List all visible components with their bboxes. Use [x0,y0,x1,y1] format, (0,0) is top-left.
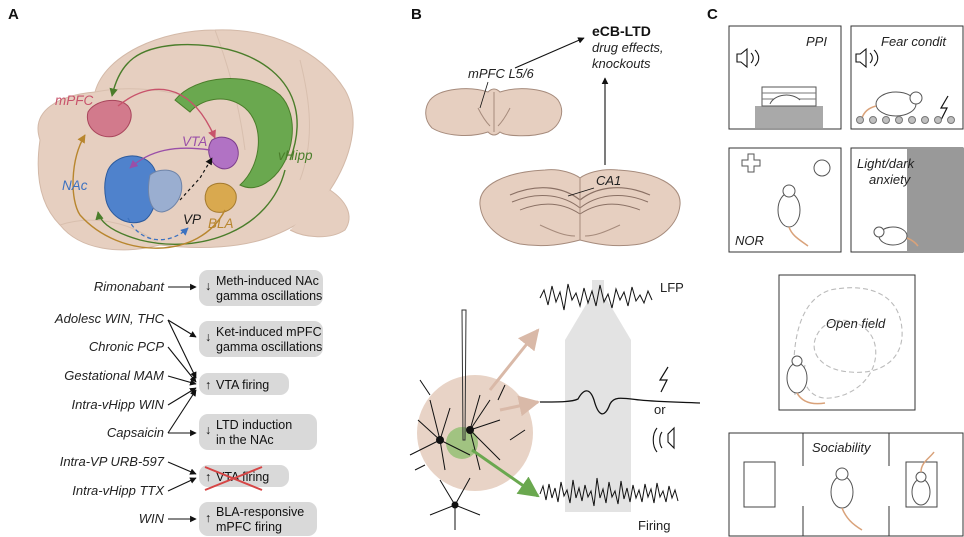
effect-arrow: ↓ [205,279,211,293]
ecb-title: eCB-LTD [592,23,651,39]
startle-chamber [755,86,823,128]
empty-cage [743,461,776,508]
ca1-pointer [567,187,595,197]
lfp-label: LFP [660,280,684,295]
ecb-subtitle: knockouts [592,56,651,71]
hippocampal-slice [479,169,681,247]
drug-win: WIN [139,511,165,526]
ca1-label: CA1 [596,173,621,188]
effect-box-ket-mpfc [199,321,323,357]
shock-grid [856,116,955,124]
speaker-icon [736,47,760,69]
firing-label: Firing [638,518,671,533]
drug-intra-vhipp-win: Intra-vHipp WIN [72,397,165,412]
fear-label: Fear condit [881,34,947,49]
brain-label-mpfc: mPFC [55,93,93,108]
drug-list: Rimonabant Adolesc WIN, THC Chronic PCP … [54,279,165,526]
effect-arrow: ↓ [205,330,211,344]
effect-arrow: ↓ [205,423,211,437]
effect-text: VTA firing [216,378,269,392]
shock-icon [939,95,949,121]
evoked-response-trace [539,390,701,415]
effect-box-vta-firing-crossed [199,465,289,487]
ppi-label: PPI [806,34,827,49]
brain-illustration [37,29,354,251]
speaker-icon [855,47,879,69]
effect-arrow: ↑ [205,378,211,392]
ecb-ltd-label: eCB-LTD drug effects, knockouts [592,23,664,71]
effect-box-meth-nac [199,270,323,306]
drug-capsaicin: Capsaicin [107,425,164,440]
drug-chronic-pcp: Chronic PCP [89,339,164,354]
electrode [461,309,467,441]
novel-object-cross [741,153,761,173]
brain-label-bla: BLA [208,216,234,231]
drug-intra-vhipp-ttx: Intra-vHipp TTX [72,483,165,498]
effect-text: BLA-responsive [216,505,304,519]
stimulus-window [565,340,631,512]
nor-label: NOR [735,233,764,248]
or-label: or [654,402,666,417]
effect-text: Meth-induced NAc [216,274,319,288]
mouse-stranger [911,451,935,506]
drug-intra-vp-urb597: Intra-VP URB-597 [60,454,165,469]
effect-arrow: ↑ [205,470,211,484]
firing-trace [539,477,679,507]
familiar-object-circle [813,159,831,177]
brain-label-vta: VTA [182,134,207,149]
drug-gestational-mam: Gestational MAM [64,368,164,383]
mouse-light-dark [873,226,919,247]
panel-a-label: A [8,6,19,23]
brain-label-vhipp: vHipp [278,148,313,163]
recording-setup [409,280,631,530]
recording-site [446,427,478,459]
effect-text: gamma oscillations [216,340,322,354]
panel-b-label: B [411,6,422,23]
light-dark-label-1: Light/dark [857,156,916,171]
dark-compartment [907,148,963,252]
brain-label-vp: VP [183,212,201,227]
lfp-trace [539,283,653,311]
panel-c-label: C [707,6,718,23]
effect-arrow: ↑ [205,511,211,525]
mouse-test [830,467,863,531]
mouse-open-field [786,355,826,405]
sound-icon [652,426,675,453]
brain-label-nac: NAc [62,178,88,193]
effect-text: Ket-induced mPFC [216,325,322,339]
mouse-on-grid [861,91,923,119]
effect-box-bla-mpfc [199,502,317,536]
effect-text: mPFC firing [216,520,282,534]
effect-text: LTD induction [216,418,292,432]
effect-box-vta-firing [199,373,289,395]
drug-adolesc-win-thc: Adolesc WIN, THC [54,311,165,326]
recording-field [417,375,533,491]
shock-icon [658,366,669,393]
effect-text: in the NAc [216,433,274,447]
arrow-mpfc-to-ecb [514,37,585,69]
effect-boxes: ↓ Meth-induced NAc gamma oscillations ↓ … [199,270,323,536]
light-dark-label-2: anxiety [869,172,912,187]
mpfc-slice-label: mPFC L5/6 [468,66,535,81]
sociability-label: Sociability [812,440,872,455]
open-field-label: Open field [826,316,886,331]
drug-arrows [167,283,197,523]
effect-text: gamma oscillations [216,289,322,303]
mpfc-pointer [479,81,489,109]
mouse-nor [777,184,809,247]
cross-out-mark [204,466,263,491]
drug-rimonabant: Rimonabant [94,279,165,294]
effect-box-ltd-nac [199,414,317,450]
mpfc-slice [425,88,563,137]
ecb-subtitle: drug effects, [592,40,664,55]
